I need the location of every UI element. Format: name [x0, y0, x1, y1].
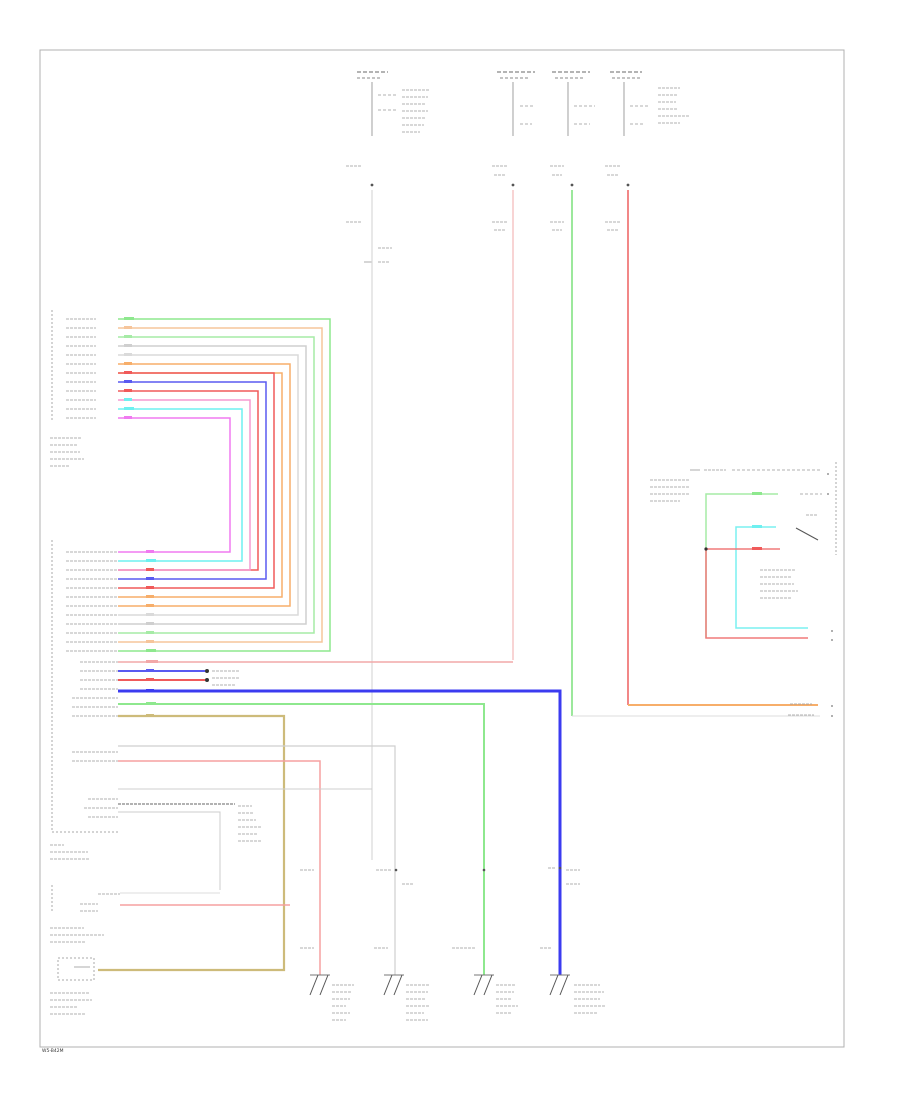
lower-module-note	[238, 805, 262, 842]
bus-olive	[98, 714, 286, 972]
loop-magenta	[118, 417, 231, 553]
loop-pink	[118, 399, 251, 571]
actuator-1	[309, 974, 354, 1021]
loop-grey-2	[118, 354, 299, 616]
actuator-4	[549, 974, 606, 1014]
loop-grey	[118, 345, 307, 625]
wire-grey-box	[118, 745, 396, 975]
lower-pin-tags	[146, 550, 158, 717]
bottom-left-sensor	[50, 957, 95, 1015]
bus-blue-long	[118, 689, 562, 975]
loop-cyan	[118, 408, 243, 562]
power-source-2	[497, 71, 535, 136]
upper-module-pin-labels	[66, 318, 96, 419]
footer-reference: W5-B42M	[42, 1048, 64, 1054]
loop-lightgreen-1	[118, 318, 331, 652]
connector-row-lower	[346, 221, 620, 263]
upper-pin-tags	[124, 317, 134, 419]
splice-points	[300, 866, 580, 949]
fuse-label-block-4	[658, 87, 690, 124]
signal-loops	[118, 318, 331, 652]
bus-green-long	[118, 703, 485, 975]
loop-peach	[118, 327, 323, 643]
right-loop-green	[705, 493, 778, 638]
connector-row-upper	[346, 165, 630, 187]
fuse-label-block-1	[402, 89, 430, 133]
actuator-2	[383, 974, 430, 1021]
loop-blue	[118, 381, 267, 580]
upper-module	[50, 310, 96, 467]
wire-grey-thin	[118, 811, 221, 890]
power-source-4	[610, 71, 690, 136]
loop-orange	[118, 363, 291, 607]
power-source-1	[357, 71, 430, 136]
right-loop-red	[705, 548, 808, 639]
power-source-3	[552, 71, 595, 136]
right-output-connector	[788, 473, 833, 717]
lower-module	[50, 540, 120, 860]
actuator-3	[473, 974, 518, 1014]
upper-module-description	[50, 437, 84, 467]
right-loop-cyan	[735, 526, 808, 629]
wire-pink-lower	[118, 760, 321, 975]
lower-module-pin-labels	[66, 551, 118, 818]
loop-lightgreen-2	[118, 336, 315, 634]
ground-label-short	[212, 670, 240, 686]
lower-module-description	[50, 844, 90, 860]
optical-sensor	[50, 885, 290, 943]
loop-red	[118, 372, 275, 589]
diagram-frame	[39, 49, 845, 1048]
right-switch-block	[650, 462, 837, 599]
